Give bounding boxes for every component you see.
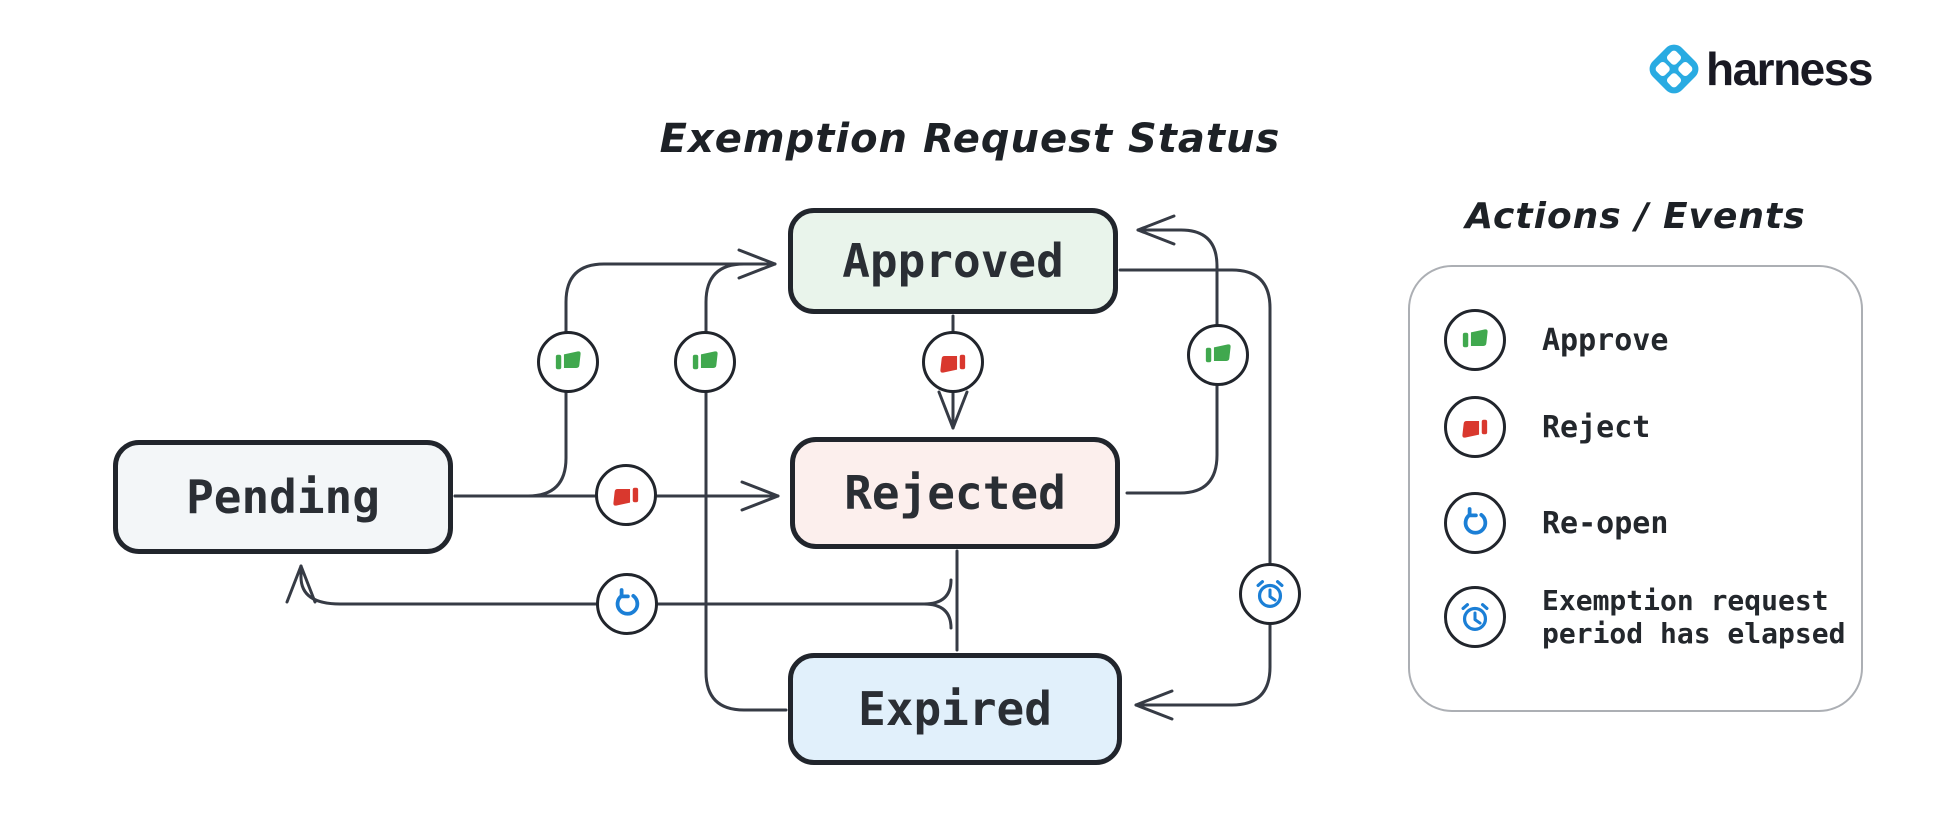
state-label: Rejected [844, 466, 1066, 520]
state-label: Expired [858, 682, 1052, 736]
approve-thumbs-up-icon [1187, 324, 1249, 386]
legend-label: Approve [1542, 322, 1669, 358]
harness-logo-icon [1649, 44, 1699, 94]
state-label: Pending [186, 470, 380, 524]
legend-label: Re-open [1542, 505, 1669, 541]
state-label: Approved [842, 234, 1064, 288]
alarm-clock-icon [1239, 563, 1301, 625]
state-box-pending: Pending [113, 440, 453, 554]
page-title: Exemption Request Status [659, 116, 1281, 162]
reject-thumbs-down-icon [595, 464, 657, 526]
approve-thumbs-up-icon [537, 331, 599, 393]
legend-item-reopen: Re-open [1444, 492, 1668, 554]
brand-logo: harness [1645, 40, 1873, 98]
reopen-icon [1444, 492, 1506, 554]
legend-item-reject: Reject [1444, 396, 1650, 458]
legend-box: Approve Reject Re-open Exemption request… [1408, 265, 1863, 712]
approve-thumbs-up-icon [674, 331, 736, 393]
approve-thumbs-up-icon [1444, 309, 1506, 371]
state-box-rejected: Rejected [790, 437, 1120, 549]
reject-thumbs-down-icon [922, 331, 984, 393]
brand-name: harness [1706, 43, 1873, 95]
alarm-clock-icon [1444, 586, 1506, 648]
state-box-expired: Expired [788, 653, 1122, 765]
reopen-icon [596, 573, 658, 635]
legend-label: Reject [1542, 409, 1651, 445]
legend-title: Actions / Events [1465, 196, 1806, 237]
legend-item-approve: Approve [1444, 309, 1668, 371]
state-box-approved: Approved [788, 208, 1118, 314]
legend-label: Exemption request period has elapsed [1542, 583, 1846, 650]
legend-item-elapsed: Exemption request period has elapsed [1444, 583, 1887, 650]
reject-thumbs-down-icon [1444, 396, 1506, 458]
